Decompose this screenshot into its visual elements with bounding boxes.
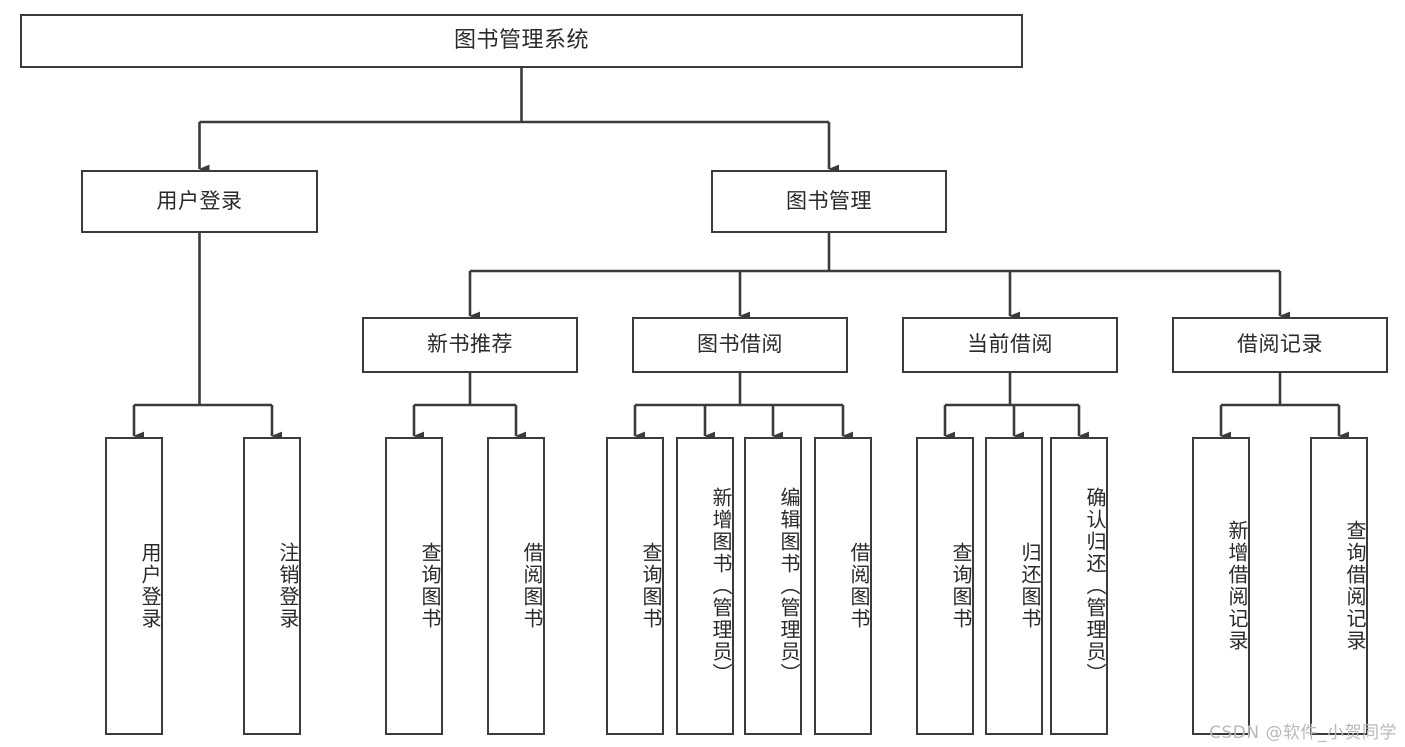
node-label: 新增图书（管理员） <box>709 487 733 685</box>
node-leaf-query-book[interactable]: 查询图书 <box>606 437 664 735</box>
node-leaf-query-book-rec[interactable]: 查询图书 <box>385 437 443 735</box>
node-leaf-logout[interactable]: 注销登录 <box>243 437 301 735</box>
node-label: 图书管理 <box>786 188 872 213</box>
node-borrow-record[interactable]: 借阅记录 <box>1172 317 1388 373</box>
node-label: 确认归还（管理员） <box>1083 487 1107 685</box>
node-label: 归还图书 <box>1018 542 1042 630</box>
node-leaf-return-book[interactable]: 归还图书 <box>985 437 1043 735</box>
watermark-text: CSDN @软件_小贺同学 <box>1209 723 1397 743</box>
node-leaf-confirm-return[interactable]: 确认归还（管理员） <box>1050 437 1108 735</box>
node-label: 用户登录 <box>138 542 162 630</box>
node-new-book-rec[interactable]: 新书推荐 <box>362 317 578 373</box>
node-leaf-add-book[interactable]: 新增图书（管理员） <box>676 437 734 735</box>
node-label: 编辑图书（管理员） <box>777 487 801 685</box>
node-label: 查询图书 <box>418 542 442 630</box>
node-label: 新书推荐 <box>427 332 513 357</box>
node-label: 查询图书 <box>949 542 973 630</box>
node-label: 借阅图书 <box>520 542 544 630</box>
node-leaf-query-record[interactable]: 查询借阅记录 <box>1310 437 1368 735</box>
node-leaf-borrow-book-rec[interactable]: 借阅图书 <box>487 437 545 735</box>
node-leaf-user-login[interactable]: 用户登录 <box>105 437 163 735</box>
node-leaf-add-record[interactable]: 新增借阅记录 <box>1192 437 1250 735</box>
node-label: 查询图书 <box>639 542 663 630</box>
node-current-borrow[interactable]: 当前借阅 <box>902 317 1118 373</box>
node-label: 新增借阅记录 <box>1225 520 1249 652</box>
node-label: 图书借阅 <box>697 332 783 357</box>
node-label: 借阅记录 <box>1237 332 1323 357</box>
node-book-borrow[interactable]: 图书借阅 <box>632 317 848 373</box>
node-label: 借阅图书 <box>847 542 871 630</box>
node-label: 当前借阅 <box>967 332 1053 357</box>
node-leaf-edit-book[interactable]: 编辑图书（管理员） <box>744 437 802 735</box>
node-root[interactable]: 图书管理系统 <box>20 14 1023 68</box>
node-label: 图书管理系统 <box>453 27 589 53</box>
node-label: 用户登录 <box>156 188 243 213</box>
node-leaf-query-book-cur[interactable]: 查询图书 <box>916 437 974 735</box>
node-book-manage[interactable]: 图书管理 <box>711 170 947 233</box>
node-user-login[interactable]: 用户登录 <box>81 170 318 233</box>
node-label: 查询借阅记录 <box>1343 520 1367 652</box>
node-leaf-borrow-book[interactable]: 借阅图书 <box>814 437 872 735</box>
node-label: 注销登录 <box>276 542 300 630</box>
